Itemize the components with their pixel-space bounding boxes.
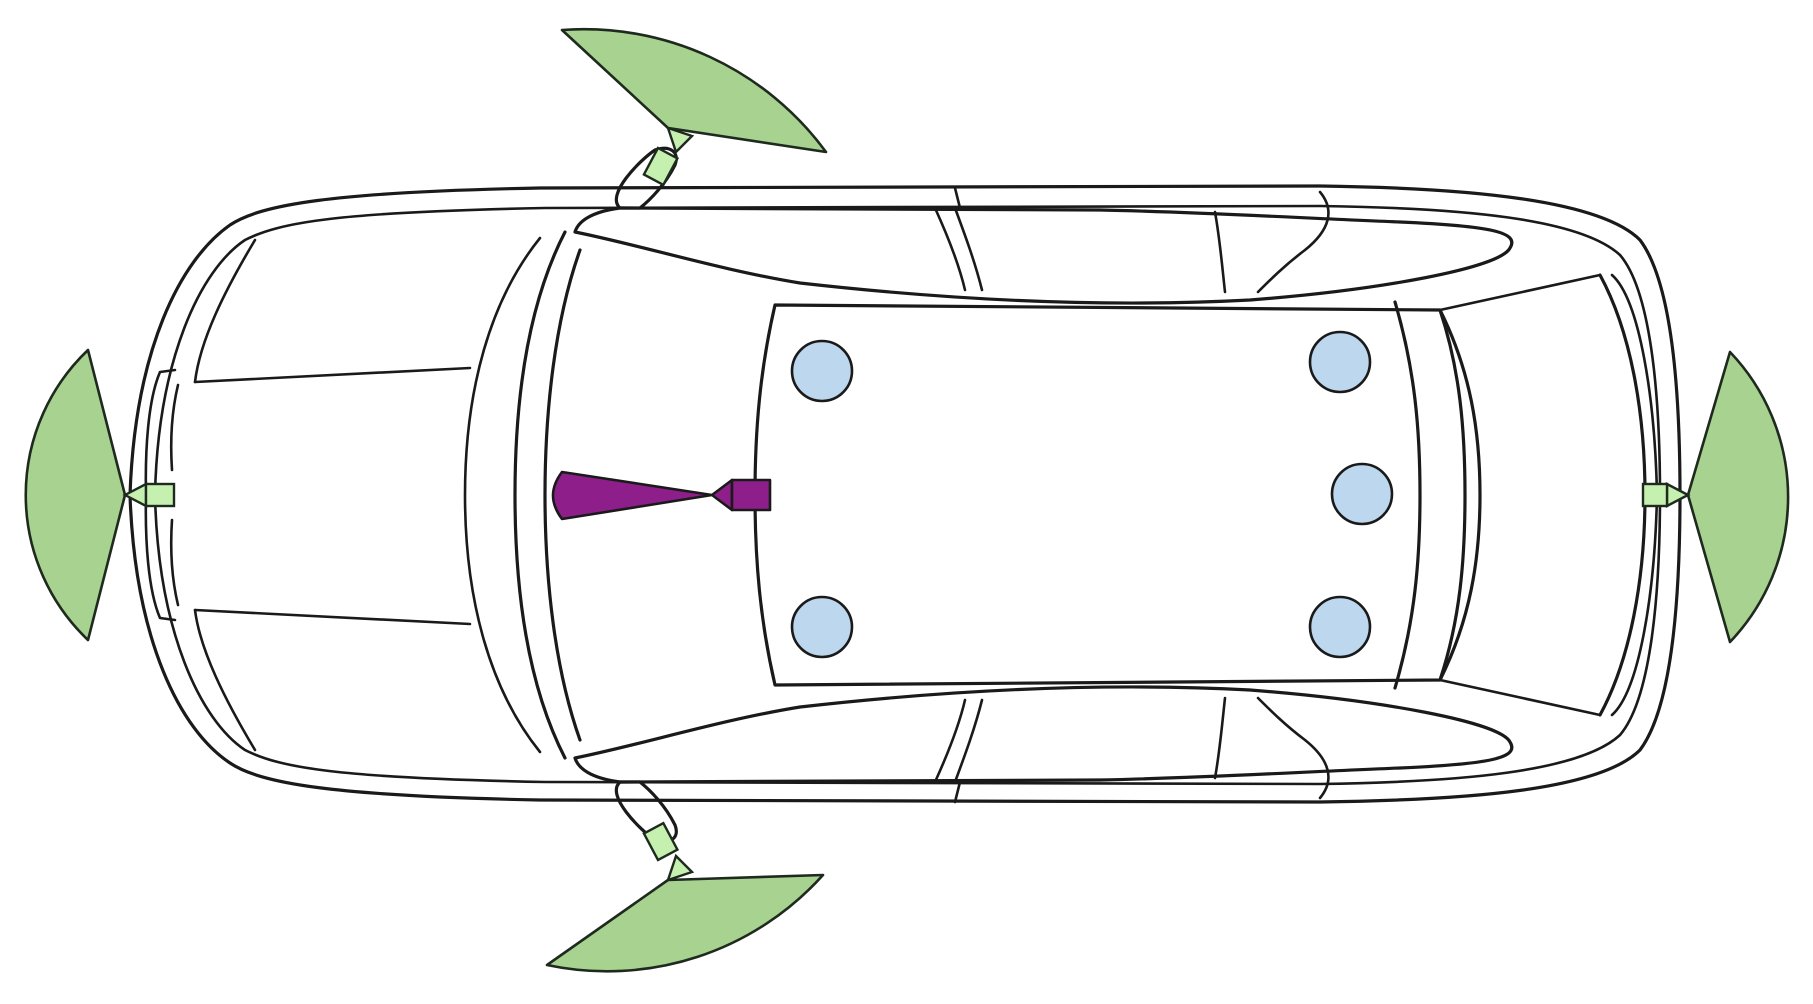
camera-icon	[1641, 482, 1669, 508]
c-pillar-bottom	[1213, 696, 1227, 780]
camera-icon	[730, 478, 772, 512]
door-seam-top	[953, 186, 962, 210]
front-grille-upper	[169, 383, 180, 472]
car-outer-shell	[128, 184, 1682, 804]
left-mirror-camera-lens	[666, 126, 695, 155]
b-pillar-top-1	[933, 206, 967, 292]
camera-icon	[144, 482, 176, 508]
left-mirror-camera-fov	[560, 27, 828, 154]
c-pillar-top	[1213, 210, 1227, 294]
seat-rear-left	[1308, 330, 1372, 394]
b-pillar-bottom-2	[953, 698, 984, 784]
side-window-top	[573, 206, 1514, 305]
seat-front-right	[790, 595, 854, 659]
mirror-top	[614, 146, 678, 210]
windshield-rear	[543, 248, 582, 742]
trunk-outline	[1598, 273, 1647, 717]
occupant-positions	[790, 330, 1394, 659]
left-mirror-camera	[560, 27, 828, 187]
right-mirror-camera-lens	[666, 853, 695, 882]
car-body	[128, 146, 1682, 844]
hood-rear-edge	[463, 236, 542, 754]
hood-edge-top	[193, 238, 257, 384]
hood-line-top	[193, 366, 472, 384]
rear-camera	[1641, 350, 1790, 644]
right-mirror-camera-fov	[545, 873, 825, 973]
hood-edge-bottom	[193, 608, 257, 752]
rear-window-front	[1393, 300, 1422, 690]
interior-camera	[551, 470, 772, 521]
seat-front-left	[790, 339, 854, 403]
door-seam-bottom	[953, 780, 962, 804]
windshield-front	[513, 230, 567, 760]
camera-icon	[642, 821, 680, 862]
front-camera	[24, 348, 176, 642]
b-pillar-bottom-1	[933, 698, 967, 784]
interior-camera-fov	[551, 470, 714, 521]
side-window-bottom	[573, 685, 1514, 784]
seat-rear-center	[1330, 462, 1394, 526]
trunk-panel-bottom	[1438, 678, 1602, 717]
rear-window-rear	[1438, 308, 1467, 682]
front-camera-lens	[122, 482, 148, 508]
seat-rear-right	[1308, 595, 1372, 659]
rear-camera-fov	[1686, 350, 1790, 644]
front-camera-fov	[24, 348, 127, 642]
front-grille-lower	[169, 518, 180, 607]
rear-door-curve-bottom	[1256, 696, 1330, 800]
rear-camera-lens	[1665, 482, 1691, 508]
hood-line-bottom	[193, 608, 472, 626]
right-mirror-camera	[545, 821, 825, 973]
interior-camera-lens	[710, 478, 734, 512]
rear-door-curve-top	[1256, 190, 1330, 294]
trunk-panel-top	[1438, 273, 1602, 312]
camera-icon	[642, 146, 680, 187]
b-pillar-top-2	[953, 206, 984, 292]
